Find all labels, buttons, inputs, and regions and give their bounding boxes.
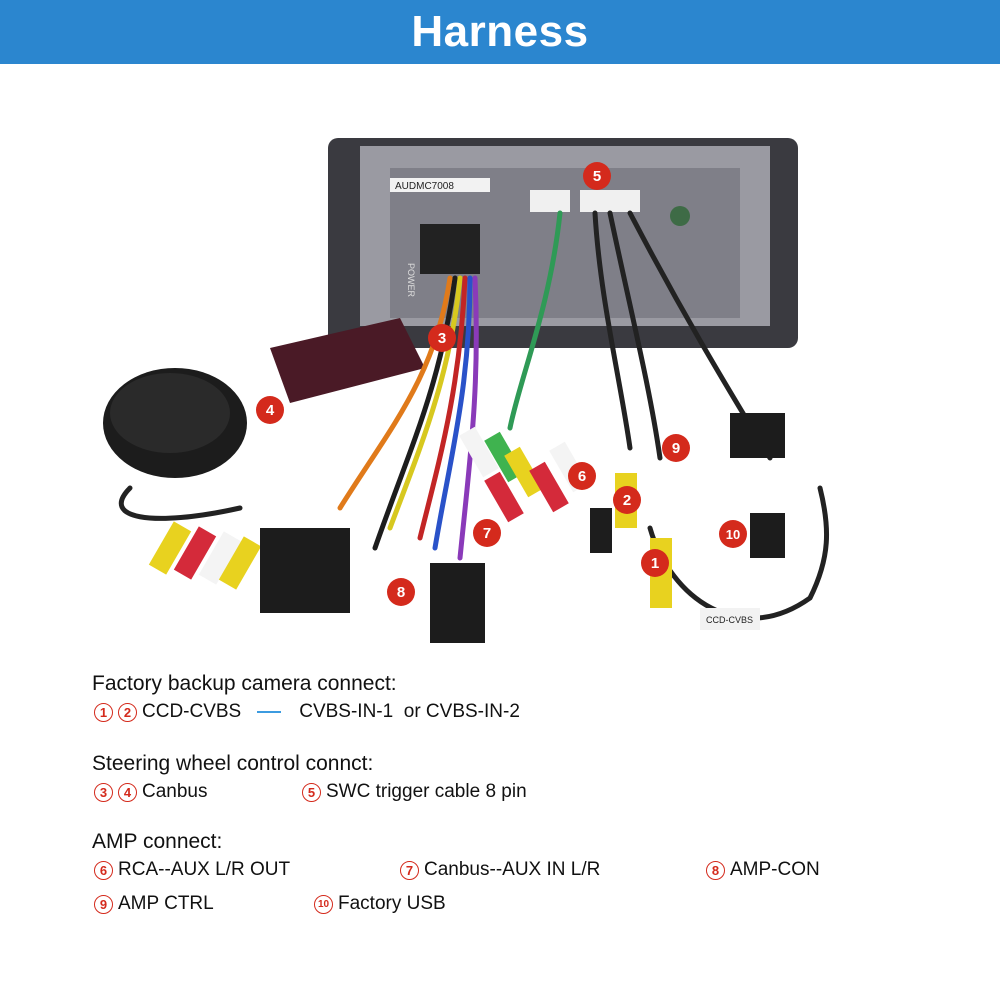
cable-tag-text: CCD-CVBS bbox=[706, 615, 753, 625]
ampcon-label: AMP-CON bbox=[730, 859, 820, 880]
camera-section-title: Factory backup camera connect: bbox=[92, 672, 397, 695]
amp-row-2: 9 AMP CTRL 10 Factory USB bbox=[92, 888, 952, 922]
connector-block-left bbox=[260, 528, 350, 613]
callout-2 bbox=[613, 486, 641, 514]
num-5: 5 bbox=[302, 782, 321, 802]
callout-5 bbox=[583, 162, 611, 190]
num-2: 2 bbox=[118, 702, 137, 722]
callout-9-label: 9 bbox=[672, 440, 680, 457]
callout-6-label: 6 bbox=[578, 468, 586, 485]
steering-section-title: Steering wheel control connct: bbox=[92, 752, 374, 775]
swc-label: SWC trigger cable 8 pin bbox=[326, 781, 527, 802]
header-banner: Harness bbox=[0, 0, 1000, 64]
callout-2-label: 2 bbox=[623, 492, 631, 509]
num-8: 8 bbox=[706, 860, 725, 880]
antenna-port bbox=[670, 206, 690, 226]
power-label: POWER bbox=[406, 263, 416, 298]
rca-label: RCA--AUX L/R OUT bbox=[118, 859, 291, 880]
callout-8-label: 8 bbox=[397, 584, 405, 601]
canbus-box bbox=[270, 318, 425, 403]
page-title: Harness bbox=[411, 7, 589, 56]
rca-plugs-left bbox=[148, 521, 262, 590]
callout-7 bbox=[473, 519, 501, 547]
callout-3-label: 3 bbox=[438, 330, 446, 347]
canbus-label: Canbus bbox=[142, 781, 208, 802]
num-1: 1 bbox=[94, 702, 113, 722]
rca-plugs-middle bbox=[459, 426, 589, 523]
steering-row: 3 4 Canbus 5 SWC trigger cable 8 pin bbox=[92, 776, 952, 810]
dc-plug bbox=[590, 508, 612, 553]
usb-connector-bottom bbox=[750, 513, 785, 558]
num-4: 4 bbox=[118, 782, 137, 802]
usb-connector-top bbox=[730, 413, 785, 458]
connector-white-1 bbox=[530, 190, 570, 212]
model-sticker-text: AUDMC7008 bbox=[395, 181, 454, 192]
num-9: 9 bbox=[94, 894, 113, 914]
power-socket bbox=[420, 224, 480, 274]
callout-9 bbox=[662, 434, 690, 462]
callout-1 bbox=[641, 549, 669, 577]
canbus-aux-label: Canbus--AUX IN L/R bbox=[424, 859, 601, 880]
camera-row: 1 2 CCD-CVBS CVBS-IN-1 or CVBS-IN-2 bbox=[92, 696, 952, 730]
num-10: 10 bbox=[314, 894, 333, 914]
harness-photo: AUDMC7008 POWER bbox=[90, 128, 850, 668]
wire-bundle bbox=[118, 210, 829, 621]
num-6: 6 bbox=[94, 860, 113, 880]
ampctrl-label: AMP CTRL bbox=[118, 893, 214, 914]
num-3: 3 bbox=[94, 782, 113, 802]
num-7: 7 bbox=[400, 860, 419, 880]
amp-section-title: AMP connect: bbox=[92, 830, 223, 853]
callout-4 bbox=[256, 396, 284, 424]
callout-5-label: 5 bbox=[593, 168, 601, 185]
callout-10 bbox=[719, 520, 747, 548]
callout-6 bbox=[568, 462, 596, 490]
cable-tag bbox=[700, 608, 760, 630]
callout-3 bbox=[428, 324, 456, 352]
callout-1-label: 1 bbox=[651, 555, 659, 572]
camera-label: CCD-CVBS bbox=[142, 701, 242, 722]
connector-block-bottom bbox=[430, 563, 485, 643]
camera-target: CVBS-IN-1 or CVBS-IN-2 bbox=[299, 701, 520, 722]
harness-illustration: AUDMC7008 POWER bbox=[103, 138, 829, 643]
legend: Factory backup camera connect: 1 2 CCD-C… bbox=[92, 672, 952, 922]
usb-label: Factory USB bbox=[338, 893, 446, 914]
callout-8 bbox=[387, 578, 415, 606]
callout-10-label: 10 bbox=[726, 527, 740, 542]
dash-separator bbox=[257, 711, 282, 713]
amp-row-1: 6 RCA--AUX L/R OUT 7 Canbus--AUX IN L/R … bbox=[92, 854, 952, 888]
connector-white-2 bbox=[580, 190, 640, 212]
callout-7-label: 7 bbox=[483, 525, 491, 542]
model-sticker bbox=[390, 178, 490, 192]
callout-4-label: 4 bbox=[266, 402, 275, 419]
